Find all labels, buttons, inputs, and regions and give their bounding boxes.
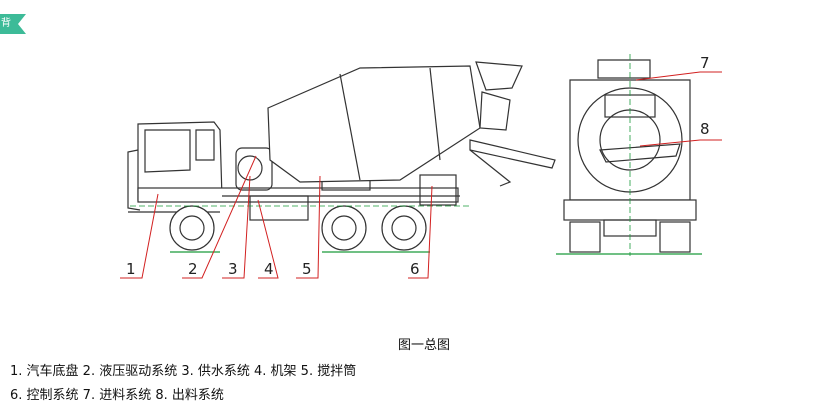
callout-3: 3 [228,260,238,278]
figure-caption: 图一总图 [398,338,451,353]
callout-5: 5 [302,260,312,278]
side-view [127,61,556,253]
callout-1: 1 [126,260,136,278]
callout-4: 4 [264,260,274,278]
callout-2: 2 [188,260,198,278]
rear-view [556,54,702,256]
legend-line-1: 1. 汽车底盘 2. 液压驱动系统 3. 供水系统 4. 机架 5. 搅拌筒 [10,364,357,379]
section-badge [0,14,26,34]
callout-8: 8 [700,120,710,138]
callout-7: 7 [700,54,710,72]
legend-line-2: 6. 控制系统 7. 进料系统 8. 出料系统 [10,388,224,403]
leader-lines [120,71,722,279]
callout-6: 6 [410,260,420,278]
badge-label: 背 [1,18,11,29]
